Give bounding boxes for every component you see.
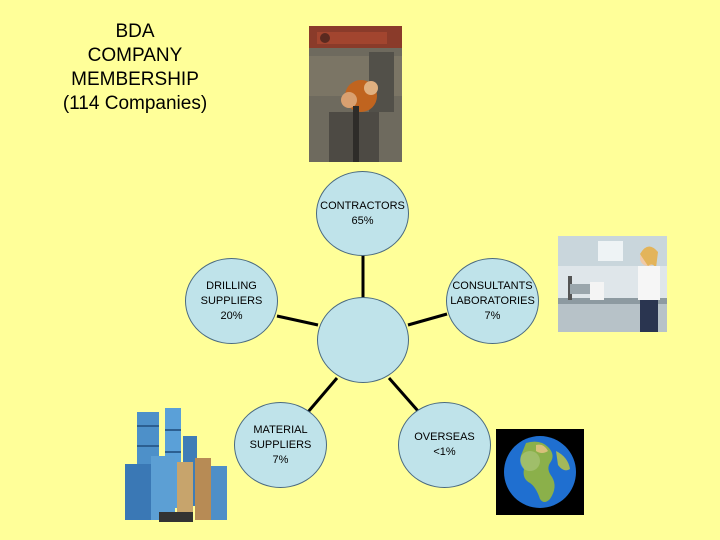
node-drilling-suppliers: DRILLING SUPPLIERS 20%: [185, 258, 278, 344]
contractors-label: CONTRACTORS: [320, 199, 405, 212]
consultants-value: 7%: [484, 309, 501, 322]
title-line-3: MEMBERSHIP: [71, 69, 199, 90]
hub-circle: [317, 297, 409, 383]
laboratory-photo: [558, 236, 667, 332]
drilling-value: 20%: [220, 309, 243, 322]
title-line-4: (114 Companies): [62, 93, 208, 114]
connector-overseas: [387, 377, 420, 412]
node-overseas: OVERSEAS <1%: [398, 402, 491, 488]
node-contractors: CONTRACTORS 65%: [316, 171, 409, 256]
title-line-2: COMPANY: [87, 45, 183, 66]
contractors-value: 65%: [351, 214, 374, 227]
well-casing-pipes-photo: [125, 406, 228, 524]
title-line-1: BDA: [115, 21, 155, 42]
material-value: 7%: [272, 453, 289, 466]
connector-drilling: [276, 314, 319, 327]
node-material-suppliers: MATERIAL SUPPLIERS 7%: [234, 402, 327, 488]
consultants-label-2: LABORATORIES: [450, 294, 535, 307]
material-label-1: MATERIAL: [253, 423, 308, 436]
drilling-rig-photo: [309, 26, 402, 162]
overseas-value: <1%: [433, 446, 456, 458]
connector-material: [306, 377, 339, 413]
drilling-label-2: SUPPLIERS: [200, 294, 263, 307]
consultants-label-1: CONSULTANTS: [452, 279, 533, 292]
connector-consultants: [407, 312, 448, 327]
material-label-2: SUPPLIERS: [249, 438, 312, 451]
overseas-label: OVERSEAS: [414, 431, 475, 443]
node-consultants-laboratories: CONSULTANTS LABORATORIES 7%: [446, 258, 539, 344]
page-title: BDA COMPANY MEMBERSHIP (114 Companies): [30, 20, 240, 116]
globe-photo: [496, 429, 584, 515]
drilling-label-1: DRILLING: [206, 279, 257, 292]
